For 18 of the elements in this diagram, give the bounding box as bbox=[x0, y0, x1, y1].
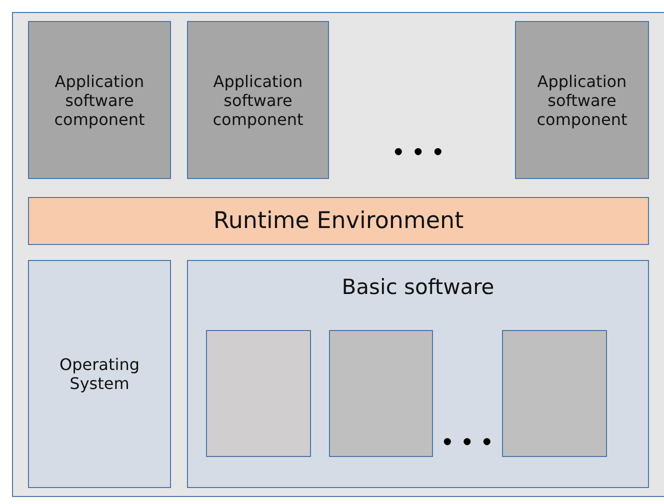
module-box bbox=[329, 330, 433, 457]
component-box bbox=[187, 21, 329, 179]
layer-box bbox=[187, 260, 649, 488]
node-label: Application software component bbox=[212, 72, 304, 128]
component-box bbox=[515, 21, 649, 179]
node-label: Runtime Environment bbox=[213, 208, 464, 234]
layer-bar bbox=[28, 197, 649, 245]
outer-frame bbox=[12, 12, 664, 497]
layer-box bbox=[28, 260, 171, 488]
node-label: Operating System bbox=[58, 355, 140, 393]
ellipsis-mark: • • • bbox=[392, 140, 444, 164]
module-box bbox=[502, 330, 607, 457]
node-label: Application software component bbox=[536, 72, 628, 128]
component-box bbox=[28, 21, 171, 179]
module-box bbox=[206, 330, 311, 457]
layer-heading: Basic software bbox=[342, 275, 494, 299]
ellipsis-mark: • • • bbox=[441, 430, 494, 454]
node-label: Application software component bbox=[53, 72, 146, 128]
